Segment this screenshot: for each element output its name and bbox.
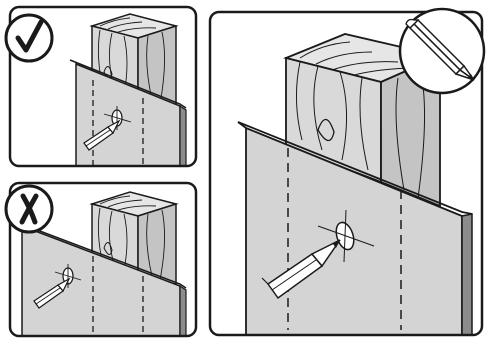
panel-incorrect [10,183,196,336]
check-mark-icon [4,13,54,63]
panel-detail-frame [208,10,484,337]
drywall-panel [75,62,181,166]
pencil-icon [261,239,341,300]
panel-correct-frame [8,5,198,168]
pencil-icon [398,7,486,95]
cross-mark-icon [4,184,54,234]
panel-incorrect-frame [8,181,198,338]
panel-correct [10,7,196,166]
pencil-icon [33,277,71,309]
drywall-panel [21,224,181,336]
pencil-icon [83,119,121,151]
